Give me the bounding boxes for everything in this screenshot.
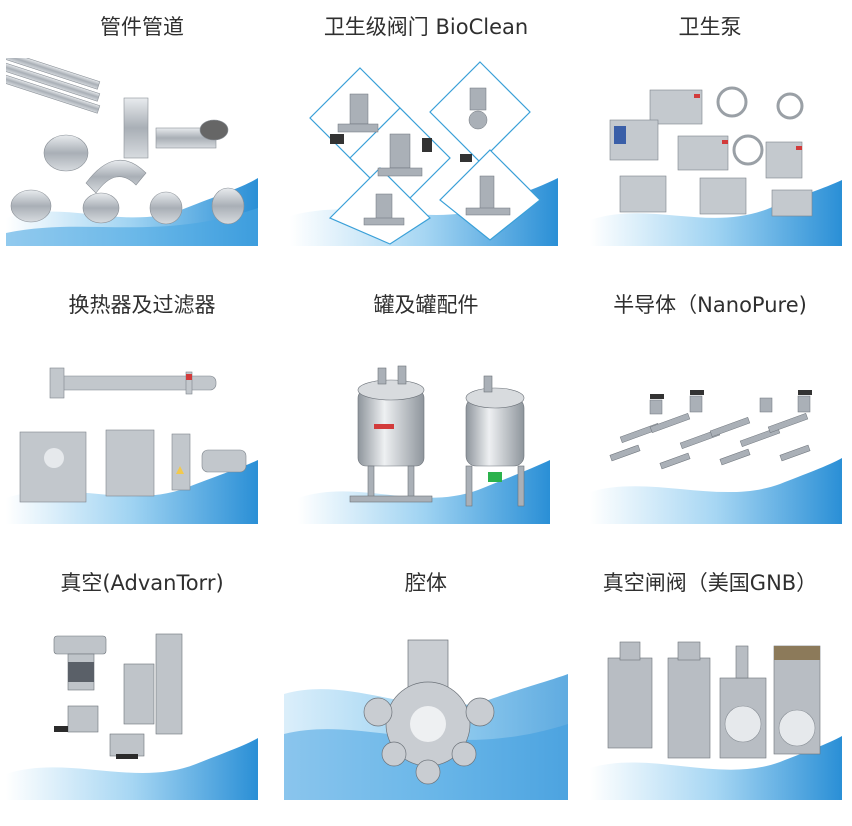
category-card-tanks[interactable]: 罐及罐配件 — [284, 278, 568, 548]
sanitary-valves-image[interactable] — [290, 58, 558, 246]
category-title[interactable]: 换热器及过滤器 — [68, 293, 216, 317]
category-title[interactable]: 真空闸阀（美国GNB） — [602, 571, 818, 595]
category-title[interactable]: 管件管道 — [100, 15, 184, 39]
semiconductor-fittings-image[interactable] — [590, 340, 842, 524]
category-title[interactable]: 罐及罐配件 — [373, 293, 479, 317]
category-card-chamber[interactable]: 腔体 — [284, 556, 568, 826]
category-card-pumps[interactable]: 卫生泵 — [568, 0, 852, 270]
product-category-grid: 管件管道 — [0, 0, 852, 800]
category-title[interactable]: 半导体（NanoPure) — [613, 293, 807, 317]
category-title[interactable]: 腔体 — [405, 571, 447, 595]
category-title[interactable]: 卫生级阀门 BioClean — [323, 15, 529, 39]
category-title[interactable]: 卫生泵 — [678, 15, 742, 39]
category-card-pipes[interactable]: 管件管道 — [0, 0, 284, 270]
category-card-vacuum[interactable]: 真空(AdvanTorr) — [0, 556, 284, 826]
vacuum-chamber-image[interactable] — [284, 614, 568, 800]
category-card-valves[interactable]: 卫生级阀门 BioClean — [284, 0, 568, 270]
category-card-exchangers[interactable]: 换热器及过滤器 — [0, 278, 284, 548]
category-card-semiconductor[interactable]: 半导体（NanoPure) — [568, 278, 852, 548]
vacuum-components-image[interactable] — [6, 614, 258, 800]
vacuum-gate-valves-image[interactable] — [590, 618, 842, 800]
heat-exchangers-filters-image[interactable] — [6, 338, 258, 524]
category-title[interactable]: 真空(AdvanTorr) — [60, 571, 224, 595]
category-card-gate-valves[interactable]: 真空闸阀（美国GNB） — [568, 556, 852, 826]
sanitary-pumps-image[interactable] — [590, 58, 842, 246]
pipes-fittings-image[interactable] — [6, 58, 258, 246]
tanks-accessories-image[interactable] — [298, 340, 550, 524]
